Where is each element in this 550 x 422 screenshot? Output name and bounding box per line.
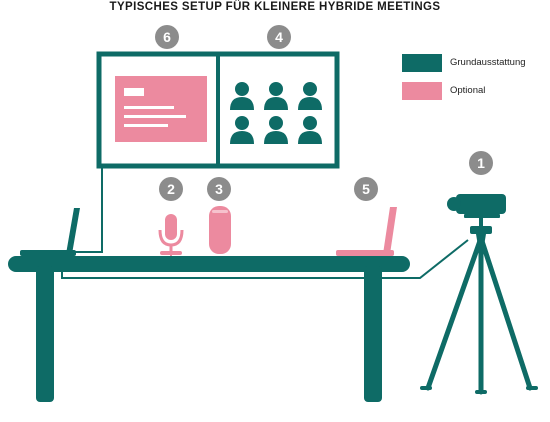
badge-1: 1: [469, 151, 493, 175]
badge-2: 2: [159, 177, 183, 201]
participant-icon: [298, 116, 322, 144]
badge-3: 3: [207, 177, 231, 201]
table-top: [8, 256, 410, 272]
camera-lens: [447, 197, 461, 211]
tripod-head: [470, 226, 492, 234]
microphone: [158, 214, 184, 255]
participant-icon: [230, 82, 254, 110]
wall-display: [96, 51, 340, 169]
display-cable: [66, 166, 103, 253]
laptop-optional: [336, 207, 397, 256]
legend-label-base: Grundausstattung: [450, 57, 526, 68]
table-leg-right: [364, 266, 382, 402]
camera-body: [456, 194, 506, 214]
legend-swatch-base: [402, 54, 442, 72]
svg-text:2: 2: [167, 181, 175, 197]
laptop-base: [20, 208, 80, 256]
svg-text:5: 5: [362, 181, 370, 197]
speaker: [209, 206, 231, 254]
legend-swatch-optional: [402, 82, 442, 100]
participant-icon: [230, 116, 254, 144]
tripod-leg: [425, 235, 484, 391]
participant-icon: [264, 82, 288, 110]
table-leg-left: [36, 266, 54, 402]
participant-icon: [264, 116, 288, 144]
table: [8, 256, 410, 402]
svg-text:3: 3: [215, 181, 223, 197]
badge-6: 6: [155, 25, 179, 49]
svg-text:4: 4: [275, 29, 283, 45]
camera-on-tripod: [420, 194, 538, 395]
participant-icon: [298, 82, 322, 110]
diagram-title: TYPISCHES SETUP FÜR KLEINERE HYBRIDE MEE…: [109, 1, 441, 13]
badge-4: 4: [267, 25, 291, 49]
presentation-slide: [115, 76, 207, 142]
tripod-leg: [478, 235, 533, 391]
svg-text:1: 1: [477, 155, 485, 171]
legend-label-optional: Optional: [450, 85, 486, 96]
svg-text:6: 6: [163, 29, 171, 45]
participant-grid: [230, 82, 322, 144]
badge-5: 5: [354, 177, 378, 201]
